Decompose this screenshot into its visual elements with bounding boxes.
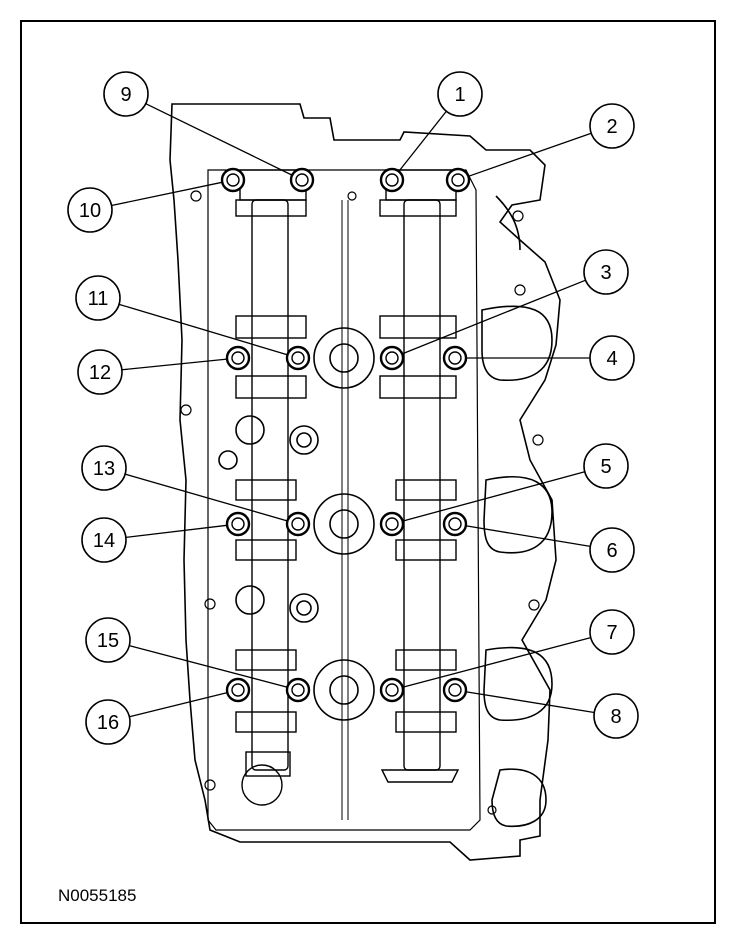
bolt-head-10 — [226, 173, 240, 187]
callout-circle-13 — [81, 445, 127, 491]
callout-circle-14 — [81, 517, 127, 563]
callout-circle-2 — [589, 103, 635, 149]
callout-label-8: 8 — [610, 706, 621, 728]
callout-label-16: 16 — [97, 712, 119, 734]
bolt-head-14 — [231, 517, 245, 531]
bolt-13 — [285, 511, 311, 537]
bolt-16 — [225, 677, 251, 703]
callout-label-15: 15 — [97, 630, 119, 652]
leader-line-1 — [397, 110, 447, 173]
camshaft-cap-bolts — [220, 167, 471, 703]
bolt-head-15 — [291, 683, 305, 697]
callout-circle-8 — [593, 693, 639, 739]
bolt-head-8 — [448, 683, 462, 697]
callout-circle-11 — [75, 275, 121, 321]
callout-circle-16 — [85, 699, 131, 745]
bolt-11 — [285, 345, 311, 371]
callout-label-5: 5 — [600, 456, 611, 478]
bolt-head-6 — [448, 517, 462, 531]
bolt-5 — [379, 511, 405, 537]
leader-line-14 — [125, 524, 229, 539]
bolt-6 — [442, 511, 468, 537]
bolt-head-16 — [231, 683, 245, 697]
callout-label-1: 1 — [454, 84, 465, 106]
callout-label-11: 11 — [88, 288, 109, 310]
callout-label-12: 12 — [89, 362, 111, 384]
callout-label-4: 4 — [606, 348, 617, 370]
bolt-12 — [225, 345, 251, 371]
callout-circle-1 — [437, 71, 483, 117]
leader-line-11 — [118, 303, 289, 356]
leader-line-10 — [111, 181, 224, 207]
callout-circle-10 — [67, 187, 113, 233]
leader-line-2 — [467, 132, 592, 178]
leader-line-3 — [401, 279, 586, 355]
callout-circle-9 — [103, 71, 149, 117]
figure-id: N0055185 — [58, 886, 137, 905]
camshaft-left — [235, 169, 307, 806]
callout-label-10: 10 — [79, 200, 101, 222]
camshaft-right — [379, 169, 460, 783]
bolt-9 — [289, 167, 315, 193]
bolt-10 — [220, 167, 246, 193]
bolt-head-12 — [231, 351, 245, 365]
callout-circle-4 — [589, 335, 635, 381]
leader-line-5 — [401, 471, 585, 523]
spark-plug-wells — [218, 327, 375, 721]
bolt-head-3 — [385, 351, 399, 365]
callout-label-13: 13 — [93, 458, 115, 480]
callout-leader-lines — [111, 103, 595, 718]
bolt-7 — [379, 677, 405, 703]
bolt-head-13 — [291, 517, 305, 531]
callout-label-6: 6 — [606, 540, 617, 562]
bolt-8 — [442, 677, 468, 703]
leader-line-12 — [121, 358, 229, 371]
callout-circle-3 — [583, 249, 629, 295]
cylinder-head-outline — [169, 103, 561, 861]
callout-circle-15 — [85, 617, 131, 663]
bolt-head-1 — [385, 173, 399, 187]
bolt-4 — [442, 345, 468, 371]
callout-circle-7 — [589, 609, 635, 655]
leader-line-7 — [401, 636, 591, 689]
callout-circle-12 — [77, 349, 123, 395]
leader-line-15 — [129, 644, 289, 689]
callout-label-2: 2 — [606, 116, 617, 138]
bolt-3 — [379, 345, 405, 371]
leader-line-13 — [124, 473, 289, 522]
bolt-head-4 — [448, 351, 462, 365]
bolt-1 — [379, 167, 405, 193]
bolt-14 — [225, 511, 251, 537]
bolt-head-11 — [291, 351, 305, 365]
callout-circle-6 — [589, 527, 635, 573]
small-holes — [180, 190, 544, 815]
callout-label-9: 9 — [120, 84, 131, 106]
bolt-head-9 — [295, 173, 309, 187]
callout-label-14: 14 — [93, 530, 115, 552]
bolt-head-7 — [385, 683, 399, 697]
callout-label-7: 7 — [606, 622, 617, 644]
bolt-head-2 — [451, 173, 465, 187]
figure-frame — [20, 20, 716, 924]
callout-label-3: 3 — [600, 262, 611, 284]
leader-line-9 — [145, 103, 294, 177]
callout-circle-5 — [583, 443, 629, 489]
leader-line-8 — [464, 690, 595, 714]
bolt-2 — [445, 167, 471, 193]
bolt-head-5 — [385, 517, 399, 531]
bolt-15 — [285, 677, 311, 703]
leader-line-6 — [464, 524, 591, 548]
leader-line-16 — [129, 691, 229, 718]
